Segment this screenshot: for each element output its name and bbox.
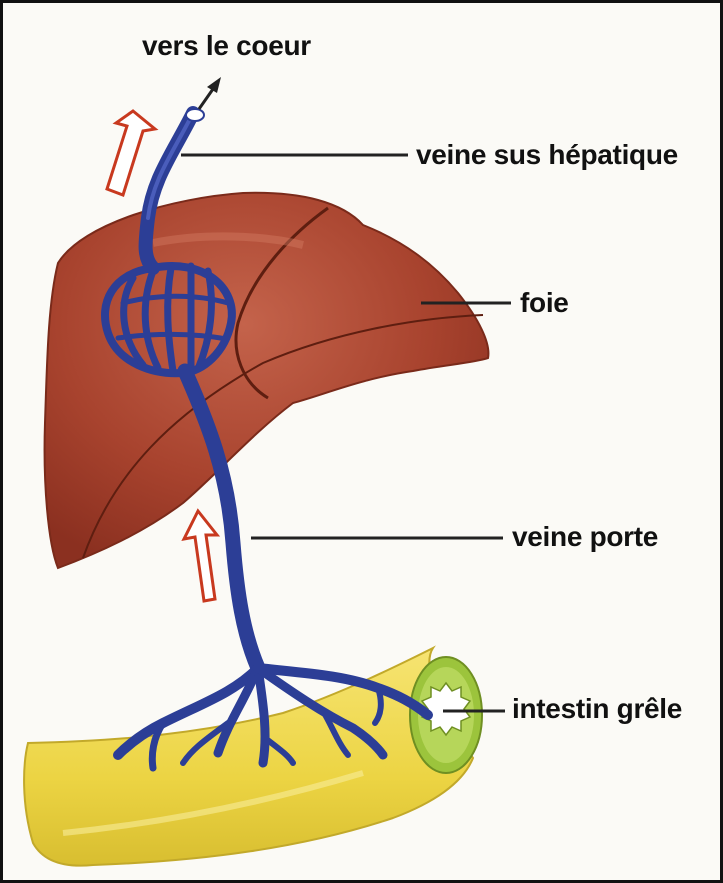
label-vers-le-coeur: vers le coeur bbox=[142, 30, 311, 62]
label-intestin-grele: intestin grêle bbox=[512, 693, 682, 725]
arrow-to-heart-icon bbox=[199, 77, 221, 109]
flow-arrow-lower-icon bbox=[184, 511, 217, 601]
label-veine-porte: veine porte bbox=[512, 521, 658, 553]
vein-opening bbox=[186, 109, 204, 121]
flow-arrow-upper-icon bbox=[107, 111, 155, 195]
liver bbox=[45, 193, 489, 568]
label-foie: foie bbox=[520, 287, 569, 319]
label-veine-sus-hepatique: veine sus hépatique bbox=[416, 139, 678, 171]
hepatic-portal-diagram bbox=[3, 3, 723, 883]
